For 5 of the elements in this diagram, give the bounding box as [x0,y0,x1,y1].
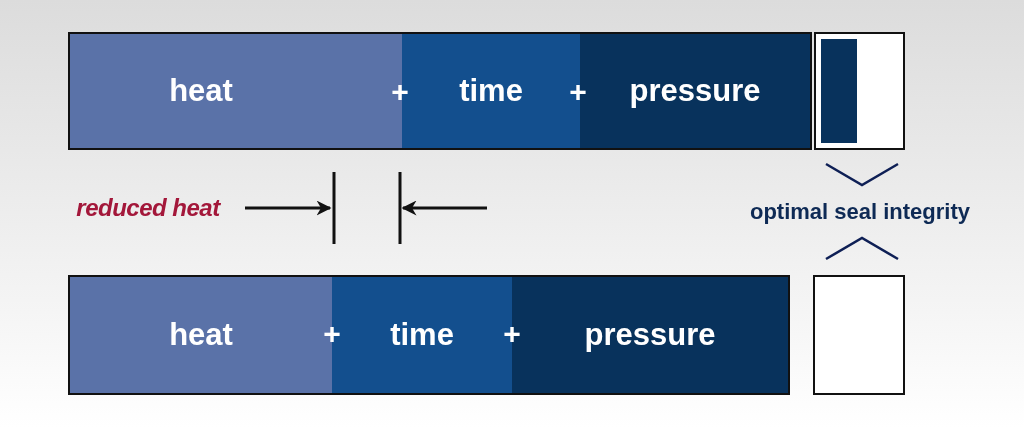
annotation-text: reduced heat [76,194,220,222]
annotation-text: optimal seal integrity [749,199,971,225]
seal-box [813,275,905,395]
seal-fill-bar [820,38,858,144]
seal-box [814,32,905,150]
